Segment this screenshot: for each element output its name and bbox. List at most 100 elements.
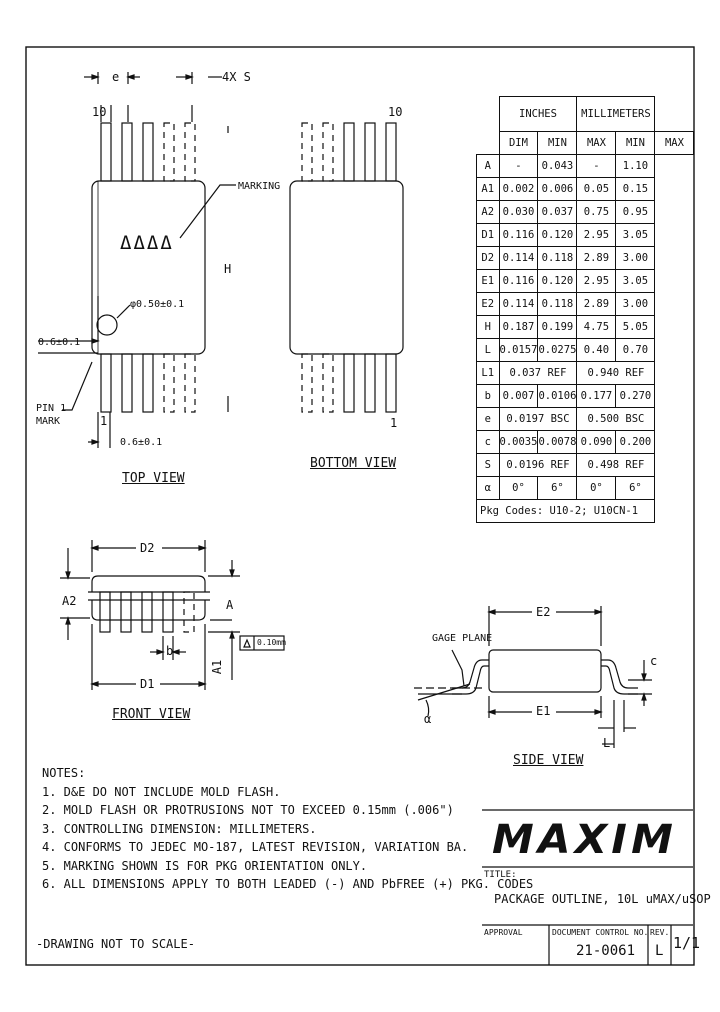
bottom-pin1-label: 1 [390,416,398,430]
note-line: 1. D&E DO NOT INCLUDE MOLD FLASH. [42,784,281,799]
marking-text: ΔΔΔΔ [120,232,174,254]
table-cell: 0.0035 [498,430,539,454]
table-cell: 0.114 [498,246,539,270]
rev-value: L [655,943,664,959]
table-cell: 6° [537,476,578,500]
table-cell: 0° [576,476,617,500]
table-cell: 0.0078 [537,430,578,454]
dim-h-label: H [224,262,232,276]
side-view-title: SIDE VIEW [513,753,584,768]
dim-name-cell: A2 [476,200,500,224]
table-cell: 0.002 [498,177,539,201]
dim-name-cell: b [476,384,500,408]
dim-name-cell: α [476,476,500,500]
dim-name-cell: D2 [476,246,500,270]
dimension-table: INCHES MILLIMETERS DIM MIN MAX MIN MAX A… [475,96,695,523]
table-cell: 0.037 REF [498,361,578,385]
drawing-not-to-scale: -DRAWING NOT TO SCALE- [36,937,195,951]
table-cell: - [576,154,617,178]
table-cell: 0.006 [537,177,578,201]
table-cell: - [498,154,539,178]
dim-e1-label: E1 [536,704,551,718]
pkg-codes: Pkg Codes: U10-2; U10CN-1 [475,499,656,523]
notes-heading: NOTES: [42,766,86,780]
gage-plane-label: GAGE PLANE [432,633,493,644]
doc-number: 21-0061 [576,943,636,959]
mm-header: MILLIMETERS [576,96,656,132]
table-cell: 0.270 [615,384,656,408]
dim-d1-label: D1 [140,677,155,691]
dim-name-cell: A1 [476,177,500,201]
flatness-value: 0.10mm [257,638,286,647]
dim-name-cell: A [476,154,500,178]
table-cell: 5.05 [615,315,656,339]
table-cell: 0.70 [615,338,656,362]
table-cell: 0.940 REF [576,361,656,385]
front-view-title: FRONT VIEW [112,707,191,722]
marking-label: MARKING [238,181,281,192]
dim-name-cell: e [476,407,500,431]
dim-a1-label: A1 [210,659,225,675]
dim-name-cell: c [476,430,500,454]
table-cell: 0.043 [537,154,578,178]
col-header: MAX [576,131,617,155]
col-header: MAX [654,131,695,155]
dim-d2-label: D2 [140,541,155,555]
table-cell: 0.0275 [537,338,578,362]
table-cell: 1.10 [615,154,656,178]
alpha-label: α [424,712,432,726]
dim-e2-label: E2 [536,605,551,619]
table-cell: 0.187 [498,315,539,339]
table-cell: 3.00 [615,292,656,316]
bottom-pin10-label: 10 [388,105,403,119]
note-line: 4. CONFORMS TO JEDEC MO-187, LATEST REVI… [42,840,469,854]
dim-name-cell: D1 [476,223,500,247]
dim-l-label: L [603,736,611,750]
table-row: A-0.043-1.10 [476,154,694,178]
table-cell: 0.15 [615,177,656,201]
table-cell: 0.120 [537,223,578,247]
dim-name-cell: E1 [476,269,500,293]
table-cell: 0.030 [498,200,539,224]
table-cell: 0° [498,476,539,500]
rev-label: REV. [650,928,670,937]
top-view-title: TOP VIEW [122,471,185,486]
table-cell: 4.75 [576,315,617,339]
dim-name-cell: L1 [476,361,500,385]
inches-header: INCHES [498,96,578,132]
pin1-dia-label: φ0.50±0.1 [130,299,185,310]
table-cell: 0.116 [498,269,539,293]
dim-name-cell: L [476,338,500,362]
table-cell: 0.007 [498,384,539,408]
dim-0.6-bottom-label: 0.6±0.1 [120,437,163,448]
table-cell: 0.95 [615,200,656,224]
doc-control-label: DOCUMENT CONTROL NO. [552,928,649,937]
table-cell: 2.95 [576,223,617,247]
table-cell: 0.200 [615,430,656,454]
col-header: DIM [498,131,539,155]
table-cell: 0.116 [498,223,539,247]
table-cell: 0.05 [576,177,617,201]
table-cell: 6° [615,476,656,500]
front-view-drawing [60,540,285,690]
table-cell: 0.0157 [498,338,539,362]
dim-0.6-left-label: 0.6±0.1 [38,337,81,348]
top-view-drawing [38,72,236,448]
note-line: 3. CONTROLLING DIMENSION: MILLIMETERS. [42,821,317,836]
pin1-mark-label: PIN 1 MARK [36,403,67,427]
dim-name-cell: S [476,453,500,477]
dim-c-label: c [650,654,658,668]
